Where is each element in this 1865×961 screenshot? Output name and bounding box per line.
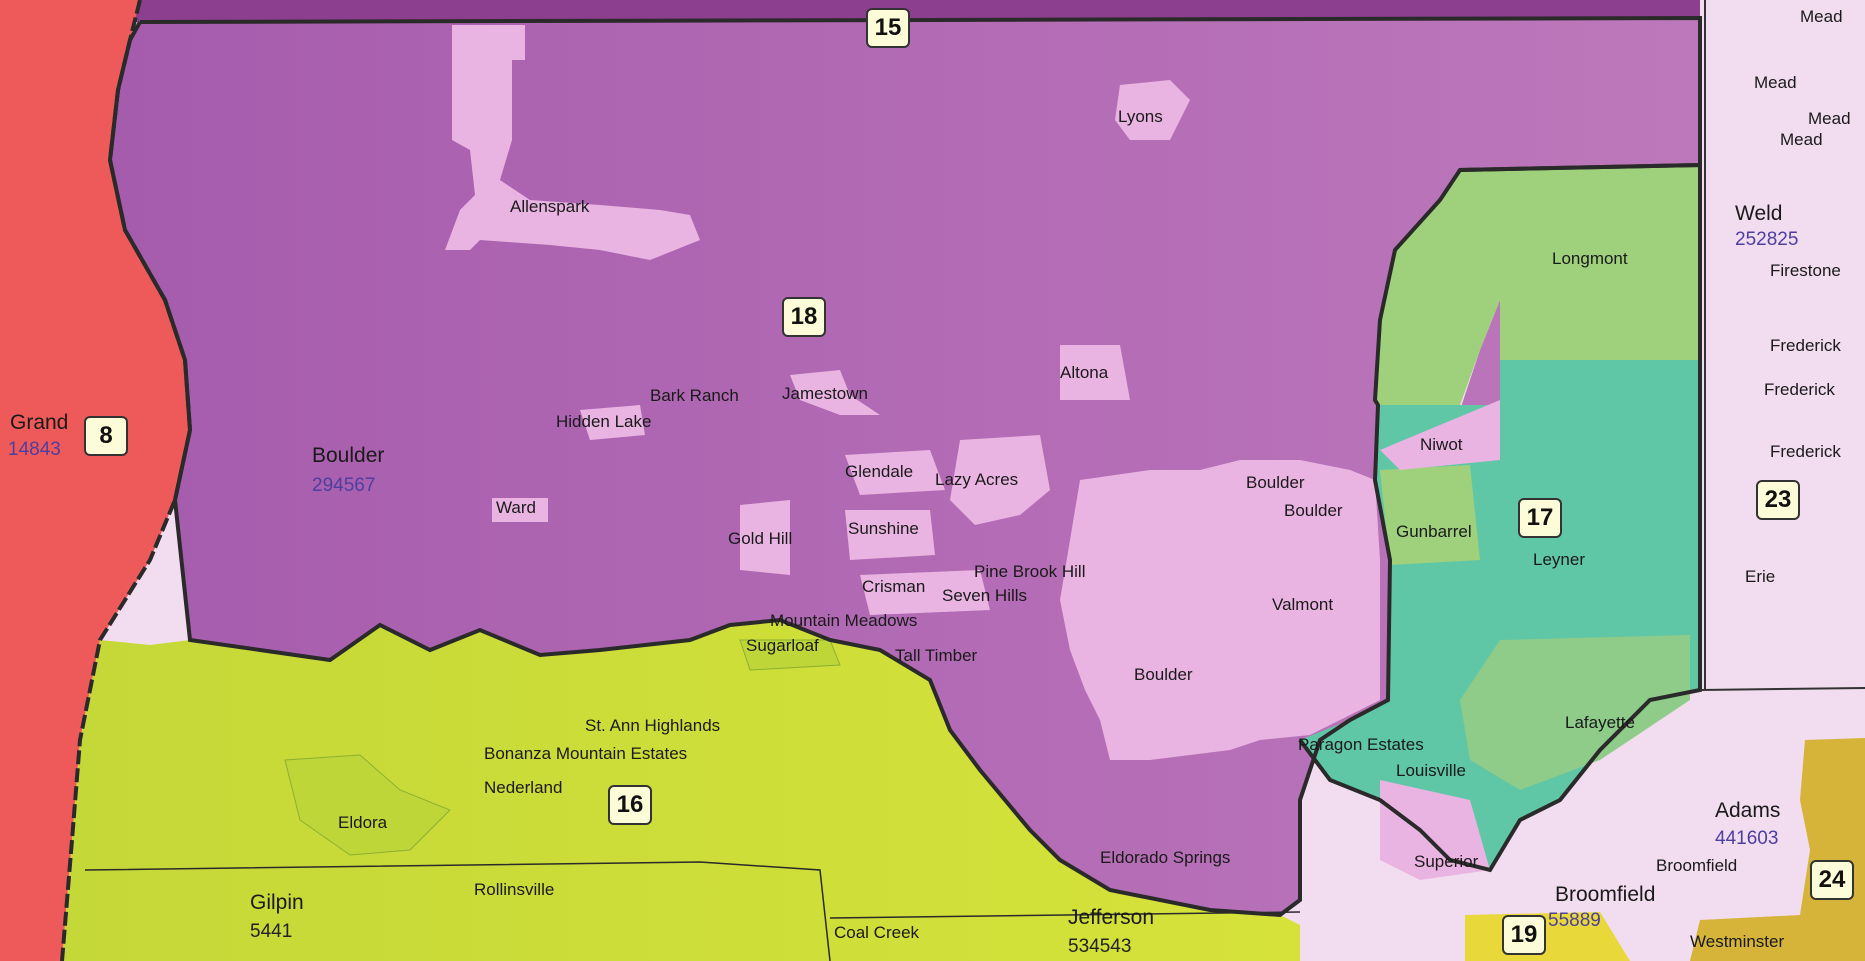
place-label: Firestone xyxy=(1770,261,1841,280)
altona-area xyxy=(1060,345,1130,400)
lyons-area xyxy=(1115,80,1190,140)
county-name-weld: Weld xyxy=(1735,202,1783,225)
district-15-region xyxy=(120,0,1700,22)
gilpin-county-line xyxy=(84,861,831,961)
place-label: Mountain Meadows xyxy=(770,611,918,630)
place-label: Frederick xyxy=(1764,380,1835,399)
district-24-badge: 24 xyxy=(1810,860,1854,900)
glendale-area xyxy=(845,450,945,495)
place-label: Eldora xyxy=(338,813,388,832)
jamestown-area xyxy=(790,370,880,415)
place-label: Leyner xyxy=(1533,550,1585,569)
place-label: Paragon Estates xyxy=(1298,735,1424,754)
lafayette-area xyxy=(1460,635,1690,790)
district-16-region xyxy=(62,620,1300,961)
eldora-area xyxy=(284,754,451,856)
place-label: Lyons xyxy=(1118,107,1163,126)
place-label: Coal Creek xyxy=(834,923,920,942)
place-label: Superior xyxy=(1414,852,1479,871)
place-label: Gunbarrel xyxy=(1396,522,1472,541)
lazy-acres-area xyxy=(950,435,1050,525)
place-label: Mead xyxy=(1800,7,1843,26)
place-label: Hidden Lake xyxy=(556,412,652,431)
place-label: Nederland xyxy=(484,778,563,797)
place-label: Broomfield xyxy=(1656,856,1738,875)
hidden-lake-area xyxy=(580,405,645,440)
sunshine-area xyxy=(845,510,935,560)
county-pop-broomfield: 55889 xyxy=(1548,910,1601,931)
district-8-badge: 8 xyxy=(84,416,128,456)
place-label: Erie xyxy=(1745,567,1776,586)
county-name-boulder: Boulder xyxy=(312,444,385,467)
county-name-adams: Adams xyxy=(1715,799,1781,822)
place-label: Longmont xyxy=(1552,249,1628,268)
superior-area xyxy=(1380,780,1490,880)
district-23-badge: 23 xyxy=(1756,480,1800,520)
district-17-region xyxy=(1375,165,1700,405)
county-pop-boulder: 294567 xyxy=(312,475,376,496)
sugarloaf-area xyxy=(739,639,841,671)
place-label: Bonanza Mountain Estates xyxy=(484,744,688,763)
district-17-badge: 17 xyxy=(1518,498,1562,538)
place-label: Lazy Acres xyxy=(935,470,1019,489)
place-label: Sugarloaf xyxy=(746,636,819,655)
niwot-area xyxy=(1380,400,1500,470)
place-label: Boulder xyxy=(1134,665,1193,684)
place-label: St. Ann Highlands xyxy=(585,716,721,735)
district-18-badge: 18 xyxy=(782,297,826,337)
adams-border xyxy=(1699,687,1865,691)
place-label: Pine Brook Hill xyxy=(974,562,1086,581)
county-pop-grand: 14843 xyxy=(8,439,61,460)
boulder-city-area xyxy=(1060,460,1380,760)
place-label: Sunshine xyxy=(848,519,919,538)
place-label: Ward xyxy=(496,498,536,517)
place-label: Boulder xyxy=(1246,473,1305,492)
district-18-border xyxy=(107,15,1702,918)
place-label: Mead xyxy=(1780,130,1823,149)
county-pop-gilpin: 5441 xyxy=(250,921,293,942)
place-label: Gold Hill xyxy=(728,529,793,548)
county-pop-jefferson: 534543 xyxy=(1068,936,1132,957)
county-pop-weld: 252825 xyxy=(1735,229,1799,250)
district-15-badge: 15 xyxy=(866,8,910,48)
place-label: Frederick xyxy=(1770,442,1841,461)
gunbarrel-area xyxy=(1380,465,1480,565)
place-label: Glendale xyxy=(845,462,914,481)
district-19-badge: 19 xyxy=(1502,915,1546,955)
place-label: Altona xyxy=(1060,363,1109,382)
place-label: Jamestown xyxy=(782,384,868,403)
place-label: Crisman xyxy=(862,577,926,596)
jefferson-county-line xyxy=(829,911,1301,919)
ward-area xyxy=(492,498,548,522)
place-label: Seven Hills xyxy=(942,586,1028,605)
place-label: Frederick xyxy=(1770,336,1841,355)
district-16-badge: 16 xyxy=(608,785,652,825)
crisman-area xyxy=(860,570,990,615)
county-name-broomfield: Broomfield xyxy=(1555,883,1656,906)
place-label: Niwot xyxy=(1420,435,1463,454)
county-pop-adams: 441603 xyxy=(1715,828,1779,849)
place-label: Rollinsville xyxy=(474,880,555,899)
place-label: Bark Ranch xyxy=(650,386,739,405)
place-label: Eldorado Springs xyxy=(1100,848,1231,867)
district-24-region xyxy=(1690,738,1865,961)
gold-hill-area xyxy=(740,500,790,575)
county-name-grand: Grand xyxy=(10,411,69,434)
place-label: Valmont xyxy=(1272,595,1334,614)
place-label: Boulder xyxy=(1284,501,1343,520)
place-label: Lafayette xyxy=(1565,713,1635,732)
place-label: Mead xyxy=(1808,109,1851,128)
place-label: Tall Timber xyxy=(895,646,978,665)
place-label: Westminster xyxy=(1690,932,1785,951)
grand-region xyxy=(0,0,190,961)
place-label: Mead xyxy=(1754,73,1797,92)
place-label: Allenspark xyxy=(510,197,590,216)
county-name-gilpin: Gilpin xyxy=(250,891,304,914)
grand-border xyxy=(60,0,193,961)
county-name-jefferson: Jefferson xyxy=(1068,906,1154,929)
allenspark-area xyxy=(445,25,700,260)
place-label: Louisville xyxy=(1396,761,1466,780)
